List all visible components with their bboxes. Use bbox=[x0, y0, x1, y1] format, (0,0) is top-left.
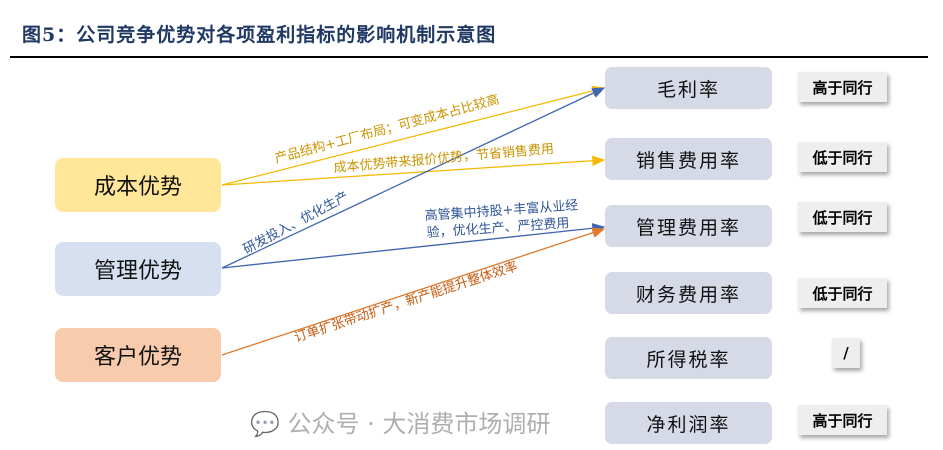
badge-gross-margin: 高于同行 bbox=[798, 72, 887, 102]
badge-tax-rate: / bbox=[832, 338, 860, 368]
arrow-cost-gross bbox=[221, 85, 606, 186]
cost-advantage-box: 成本优势 bbox=[55, 158, 221, 212]
gross-margin-box: 毛利率 bbox=[605, 67, 772, 109]
arrow-mgmt-gross bbox=[221, 87, 606, 269]
badge-admin-expense: 低于同行 bbox=[798, 202, 887, 232]
finance-expense-box: 财务费用率 bbox=[605, 272, 772, 314]
figure-title: 图5：公司竞争优势对各项盈利指标的影响机制示意图 bbox=[22, 24, 497, 46]
label-a3: 研发投入、优化生产 bbox=[240, 188, 351, 257]
customer-advantage-box: 客户优势 bbox=[55, 328, 221, 382]
badge-selling-expense: 低于同行 bbox=[798, 142, 887, 172]
watermark-text: 公众号 · 大消费市场调研 bbox=[287, 410, 551, 438]
title-rule bbox=[10, 56, 928, 58]
management-advantage-box: 管理优势 bbox=[55, 242, 221, 296]
label-a5: 订单扩张带动扩产，新产能提升整体效率 bbox=[292, 258, 520, 346]
net-margin-box: 净利润率 bbox=[605, 402, 772, 444]
arrow-cost-selling bbox=[221, 155, 606, 186]
arrow-cust-admin bbox=[221, 227, 606, 356]
tax-rate-box: 所得税率 bbox=[605, 337, 772, 379]
arrow-mgmt-admin bbox=[221, 223, 606, 269]
badge-net-margin: 高于同行 bbox=[798, 405, 887, 435]
admin-expense-box: 管理费用率 bbox=[605, 205, 772, 247]
watermark: 💬 公众号 · 大消费市场调研 bbox=[250, 404, 550, 439]
badge-finance-expense: 低于同行 bbox=[798, 278, 887, 308]
selling-expense-box: 销售费用率 bbox=[605, 138, 772, 180]
wechat-icon: 💬 bbox=[250, 410, 280, 438]
